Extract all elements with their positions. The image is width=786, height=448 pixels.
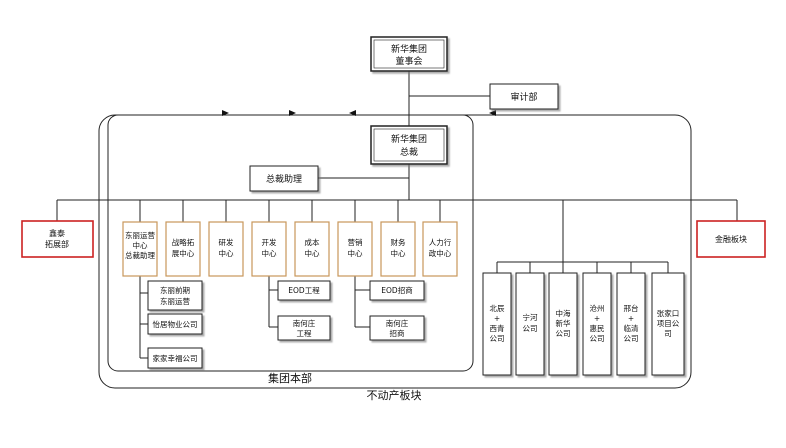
- center-rd-line-2: 中心: [219, 248, 234, 258]
- company-node-zhangjiakou: 张家口 项目公 司: [651, 272, 685, 376]
- sub-eod-engineering-label: EOD工程: [288, 286, 320, 295]
- board-line-2: 董事会: [395, 55, 422, 67]
- company-cangzhou-line-3: 惠民: [590, 323, 605, 333]
- company-node-xingtai: 邢台 + 临清 公司: [616, 272, 646, 376]
- center-dongli-line-2: 中心: [133, 240, 148, 250]
- sub-node-dongli-early: 东丽前期 东丽运营: [147, 280, 203, 311]
- center-development-line-1: 开发: [262, 237, 277, 247]
- center-node-marketing: 营销 中心: [337, 221, 373, 277]
- sub-jiajia-label: 家家幸福公司: [153, 353, 198, 363]
- right-red-node: 金融板块: [696, 220, 766, 258]
- assistant-label: 总裁助理: [266, 173, 302, 185]
- sub-eod-investment-label: EOD招商: [381, 285, 413, 295]
- left-red-line-1: 鑫泰: [49, 228, 65, 238]
- company-zhangjiakou-line-2: 项目公: [657, 319, 680, 328]
- center-dongli-line-1: 东丽运营: [125, 230, 155, 240]
- center-dongli-line-3: 总裁助理: [125, 250, 155, 260]
- company-beichen-line-1: 北辰: [490, 304, 505, 313]
- company-beichen-line-4: 公司: [490, 334, 505, 343]
- company-xingtai-line-4: 公司: [624, 334, 639, 343]
- center-node-finance: 财务 中心: [380, 221, 416, 277]
- center-node-rd: 研发 中心: [208, 221, 244, 277]
- company-xingtai-line-1: 邢台: [624, 303, 639, 313]
- company-cangzhou-line-4: 公司: [590, 334, 605, 343]
- company-zhonghai-line-1: 中海: [556, 308, 571, 318]
- center-development-line-2: 中心: [262, 248, 277, 258]
- center-hr-line-2: 政中心: [429, 248, 452, 258]
- sub-node-yiju: 怡居物业公司: [147, 313, 203, 335]
- real-estate-label: 不动产板块: [367, 388, 422, 402]
- sub-node-eod-investment: EOD招商: [369, 280, 425, 301]
- sub-nhz-engineering-line-2: 工程: [297, 329, 312, 338]
- sub-dongli-early-line-1: 东丽前期: [160, 285, 190, 295]
- center-finance-line-1: 财务: [391, 237, 406, 247]
- connector-lines: [56, 71, 738, 359]
- company-cangzhou-line-1: 沧州: [590, 303, 605, 313]
- arrow-left-icon: [349, 110, 356, 116]
- arrow-right-icon: [289, 110, 296, 116]
- sub-node-jiajia: 家家幸福公司: [147, 347, 203, 369]
- sub-node-eod-engineering: EOD工程: [277, 280, 331, 301]
- company-xingtai-line-2: +: [628, 314, 634, 323]
- center-strategy-line-1: 战略拓: [172, 237, 195, 247]
- arrow-icons: [222, 110, 496, 116]
- left-red-node: 鑫泰 拓展部: [21, 220, 94, 258]
- sub-dongli-early-line-2: 东丽运营: [160, 296, 190, 306]
- company-ninghe-line-2: 公司: [523, 324, 538, 333]
- company-zhonghai-line-3: 公司: [556, 329, 571, 338]
- company-zhonghai-line-2: 新华: [556, 318, 571, 328]
- board-node: 新华集团 董事会: [370, 36, 448, 72]
- president-node: 新华集团 总裁: [370, 125, 448, 165]
- audit-node: 审计部: [489, 83, 559, 110]
- assistant-node: 总裁助理: [249, 165, 319, 192]
- company-node-beichen: 北辰 + 西青 公司: [482, 272, 512, 376]
- center-node-hr: 人力行 政中心: [422, 221, 458, 277]
- left-red-line-2: 拓展部: [45, 239, 69, 249]
- headquarters-label: 集团本部: [268, 371, 312, 385]
- arrow-left-icon: [489, 110, 496, 116]
- company-node-cangzhou: 沧州 + 惠民 公司: [582, 272, 612, 376]
- center-node-development: 开发 中心: [251, 221, 287, 277]
- sub-yiju-label: 怡居物业公司: [153, 319, 198, 329]
- company-node-ninghe: 宁河 公司: [515, 272, 545, 376]
- company-beichen-line-2: +: [494, 314, 500, 323]
- center-node-dongli: 东丽运营 中心 总裁助理: [122, 221, 158, 277]
- center-node-cost: 成本 中心: [294, 221, 330, 277]
- company-xingtai-line-3: 临清: [624, 323, 639, 333]
- center-marketing-line-2: 中心: [348, 248, 363, 258]
- center-cost-line-1: 成本: [305, 237, 320, 247]
- company-zhangjiakou-line-1: 张家口: [657, 308, 680, 318]
- sub-nhz-engineering-line-1: 南何庄: [293, 318, 316, 328]
- sub-node-nanhezhuang-engineering: 南何庄 工程: [277, 315, 331, 341]
- company-cangzhou-line-2: +: [594, 314, 600, 323]
- president-line-1: 新华集团: [391, 133, 427, 145]
- company-zhangjiakou-line-3: 司: [664, 329, 672, 338]
- sub-nhz-investment-line-2: 招商: [390, 328, 405, 338]
- sub-nhz-investment-line-1: 南何庄: [386, 318, 409, 328]
- audit-label: 审计部: [510, 91, 537, 103]
- company-ninghe-line-1: 宁河: [523, 312, 538, 322]
- arrow-right-icon: [222, 110, 229, 116]
- center-marketing-line-1: 营销: [348, 237, 363, 247]
- center-finance-line-2: 中心: [391, 248, 406, 258]
- center-cost-line-2: 中心: [305, 248, 320, 258]
- center-node-strategy: 战略拓 展中心: [165, 221, 201, 277]
- center-rd-line-1: 研发: [219, 237, 234, 247]
- company-beichen-line-3: 西青: [490, 323, 505, 333]
- center-strategy-line-2: 展中心: [172, 248, 195, 258]
- right-red-label: 金融板块: [715, 234, 747, 244]
- center-hr-line-1: 人力行: [429, 237, 452, 247]
- board-line-1: 新华集团: [391, 43, 427, 55]
- president-line-2: 总裁: [400, 146, 418, 158]
- sub-node-nanhezhuang-investment: 南何庄 招商: [369, 315, 425, 341]
- company-node-zhonghai: 中海 新华 公司: [548, 272, 578, 376]
